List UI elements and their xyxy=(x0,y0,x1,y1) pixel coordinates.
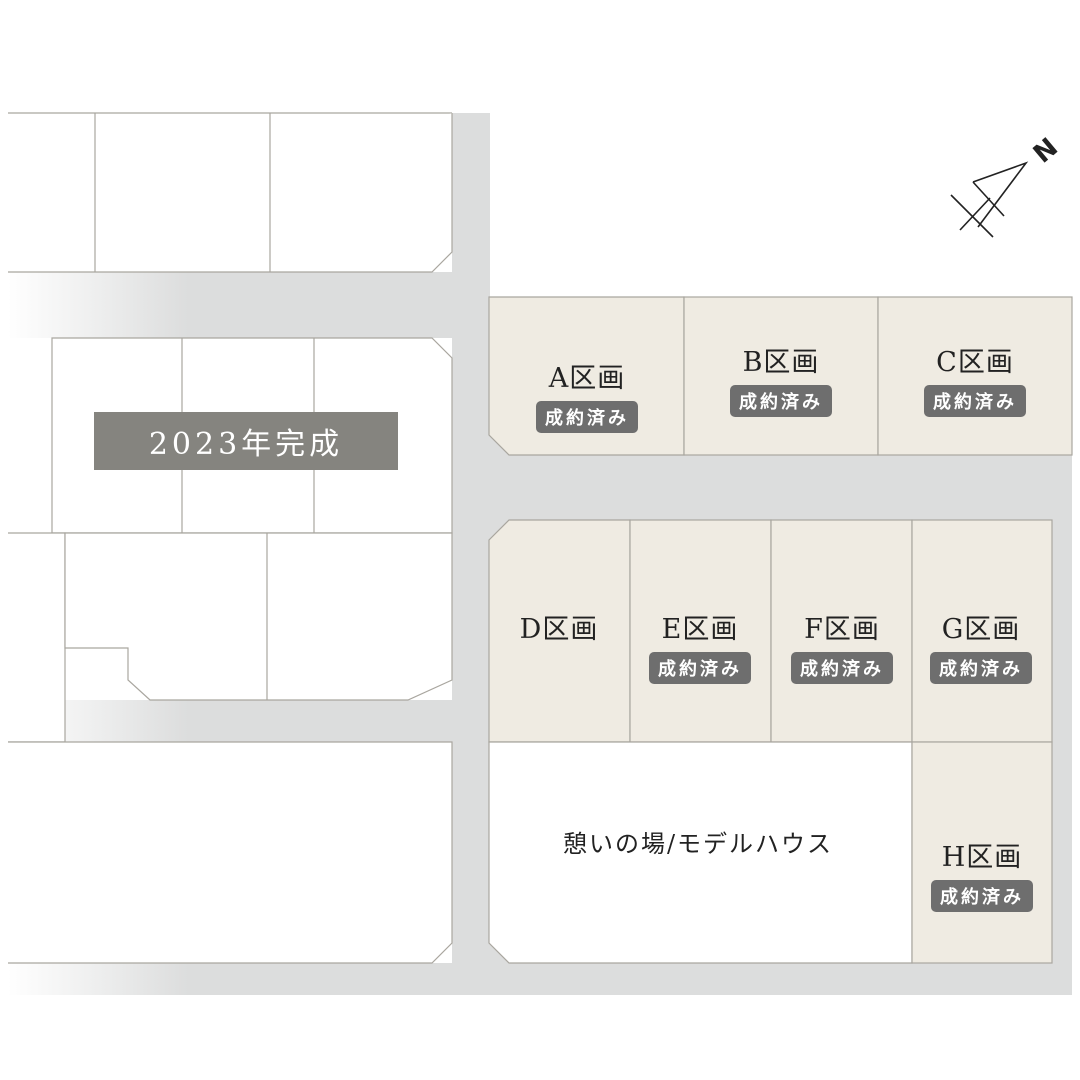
lot-name: F区画 xyxy=(804,614,880,645)
lot-b-shape[interactable] xyxy=(683,296,879,456)
status-badge: 成約済み xyxy=(791,652,893,684)
lot-a[interactable]: A区画 成約済み xyxy=(536,356,638,433)
lot-c-shape[interactable] xyxy=(877,296,1073,456)
completed-area-label: 2023年完成 xyxy=(94,412,398,470)
lot-e-shape[interactable] xyxy=(629,519,772,743)
north-arrow-icon xyxy=(950,161,1029,238)
lot-name: C区画 xyxy=(936,347,1014,378)
lot-b[interactable]: B区画 成約済み xyxy=(730,340,832,417)
left-lots xyxy=(8,112,453,964)
status-badge: 成約済み xyxy=(730,385,832,417)
lot-g[interactable]: G区画 成約済み xyxy=(930,607,1032,684)
lot-name: B区画 xyxy=(742,347,820,378)
lot-c[interactable]: C区画 成約済み xyxy=(924,340,1026,417)
status-badge: 成約済み xyxy=(924,385,1026,417)
north-label: N xyxy=(1028,132,1064,169)
status-badge: 成約済み xyxy=(536,401,638,433)
right-lots xyxy=(488,296,1073,964)
lot-h-shape[interactable] xyxy=(911,741,1053,964)
lot-h[interactable]: H区画 成約済み xyxy=(931,835,1033,912)
model-house-shape[interactable] xyxy=(488,741,913,964)
model-house-label: 憩いの場/モデルハウス xyxy=(562,830,834,858)
lot-f-shape[interactable] xyxy=(770,519,913,743)
lot-f[interactable]: F区画 成約済み xyxy=(791,607,893,684)
lot-name: D区画 xyxy=(519,614,599,645)
status-badge: 成約済み xyxy=(930,652,1032,684)
lot-g-shape[interactable] xyxy=(911,519,1053,743)
lot-name: G区画 xyxy=(941,614,1021,645)
status-badge: 成約済み xyxy=(931,880,1033,912)
lot-name: E区画 xyxy=(661,614,739,645)
lot-name: H区画 xyxy=(941,842,1023,873)
status-badge: 成約済み xyxy=(649,652,751,684)
lot-name: A区画 xyxy=(548,363,626,394)
lot-d[interactable]: D区画 xyxy=(520,607,599,646)
lot-e[interactable]: E区画 成約済み xyxy=(649,607,751,684)
